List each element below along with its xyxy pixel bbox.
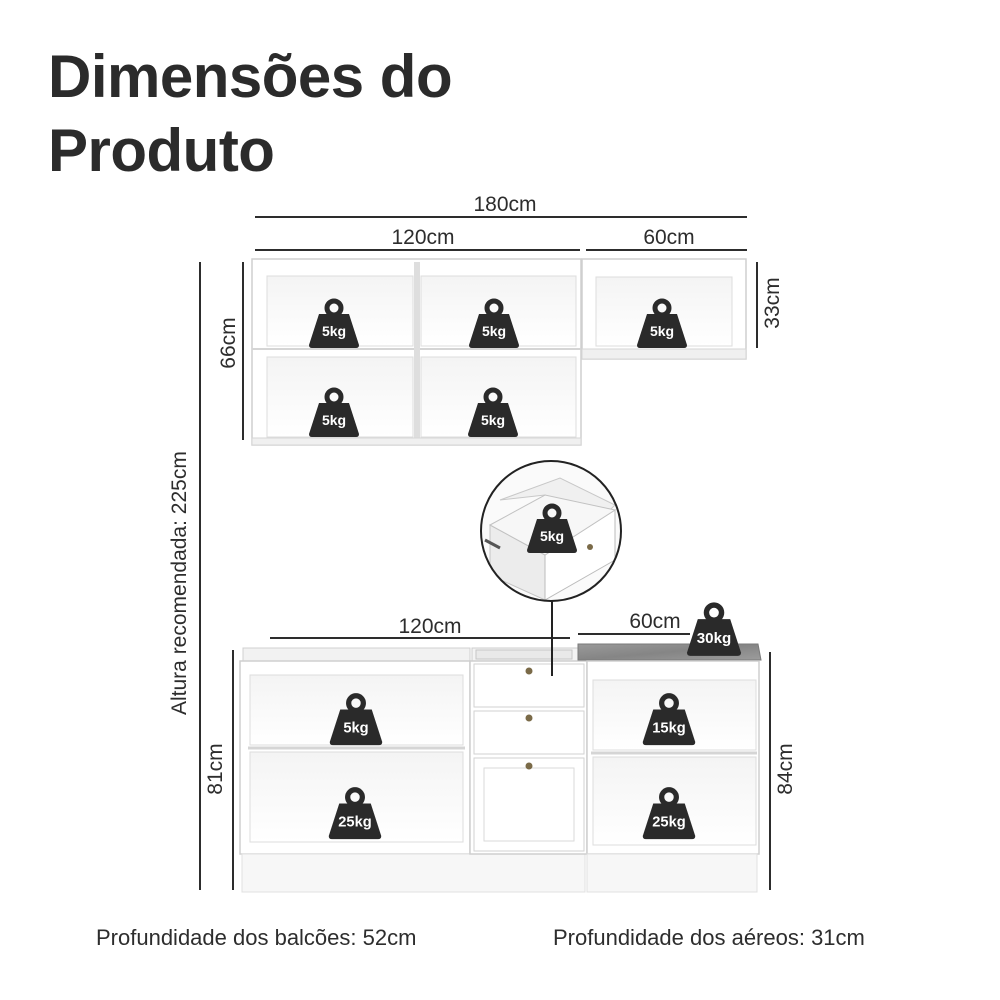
weight-icon-drawer-detail: 5kg [527, 503, 577, 553]
upper-left-cabinet [251, 258, 582, 446]
weight-label: 5kg [540, 528, 564, 544]
weight-icon-upper-left-bottom-b: 5kg [468, 387, 518, 437]
weight-label: 5kg [650, 323, 674, 339]
lower-left-height-line [232, 650, 234, 890]
weight-label: 30kg [697, 630, 731, 647]
weight-icon-countertop: 30kg [687, 602, 741, 656]
weight-label: 5kg [322, 323, 346, 339]
upper-right-width-line [586, 249, 747, 251]
upper-right-height-line [756, 262, 758, 348]
weight-icon-upper-left-top-b: 5kg [469, 298, 519, 348]
upper-right-width-label: 60cm [643, 226, 695, 249]
title-line-2: Produto [48, 117, 275, 184]
weight-label: 5kg [343, 721, 368, 737]
total-width-label: 180cm [473, 193, 537, 216]
page-title: Dimensões do Produto [48, 40, 453, 188]
recommended-height-line [199, 262, 201, 890]
base-depth-note: Profundidade dos balcões: 52cm [96, 925, 417, 950]
upper-left-width-label: 120cm [391, 226, 455, 249]
lower-right-height-line [769, 652, 771, 890]
weight-label: 25kg [338, 815, 371, 831]
weight-label: 5kg [482, 323, 506, 339]
weight-icon-upper-left-top-a: 5kg [309, 298, 359, 348]
weight-icon-upper-left-bottom-a: 5kg [309, 387, 359, 437]
upper-depth-note: Profundidade dos aéreos: 31cm [553, 925, 865, 950]
lower-right-width-label: 60cm [629, 610, 681, 633]
weight-icon-upper-right: 5kg [637, 298, 687, 348]
weight-icon-lower-right-shelf: 15kg [642, 693, 696, 746]
upper-left-height-line [242, 262, 244, 440]
weight-icon-lower-left-base: 25kg [328, 787, 382, 840]
weight-label: 15kg [652, 721, 685, 737]
weight-label: 25kg [652, 815, 685, 831]
lower-left-width-label: 120cm [398, 615, 462, 638]
lower-right-cabinet [577, 643, 762, 893]
weight-icon-lower-right-base: 25kg [642, 787, 696, 840]
drawer-column [469, 647, 588, 855]
lower-right-width-line [578, 633, 690, 635]
weight-label: 5kg [322, 412, 346, 428]
weight-icon-lower-left-shelf: 5kg [329, 693, 383, 746]
total-width-line [255, 216, 747, 218]
lower-left-width-line [270, 637, 570, 639]
upper-left-width-line [255, 249, 580, 251]
title-line-1: Dimensões do [48, 43, 453, 110]
weight-label: 5kg [481, 412, 505, 428]
